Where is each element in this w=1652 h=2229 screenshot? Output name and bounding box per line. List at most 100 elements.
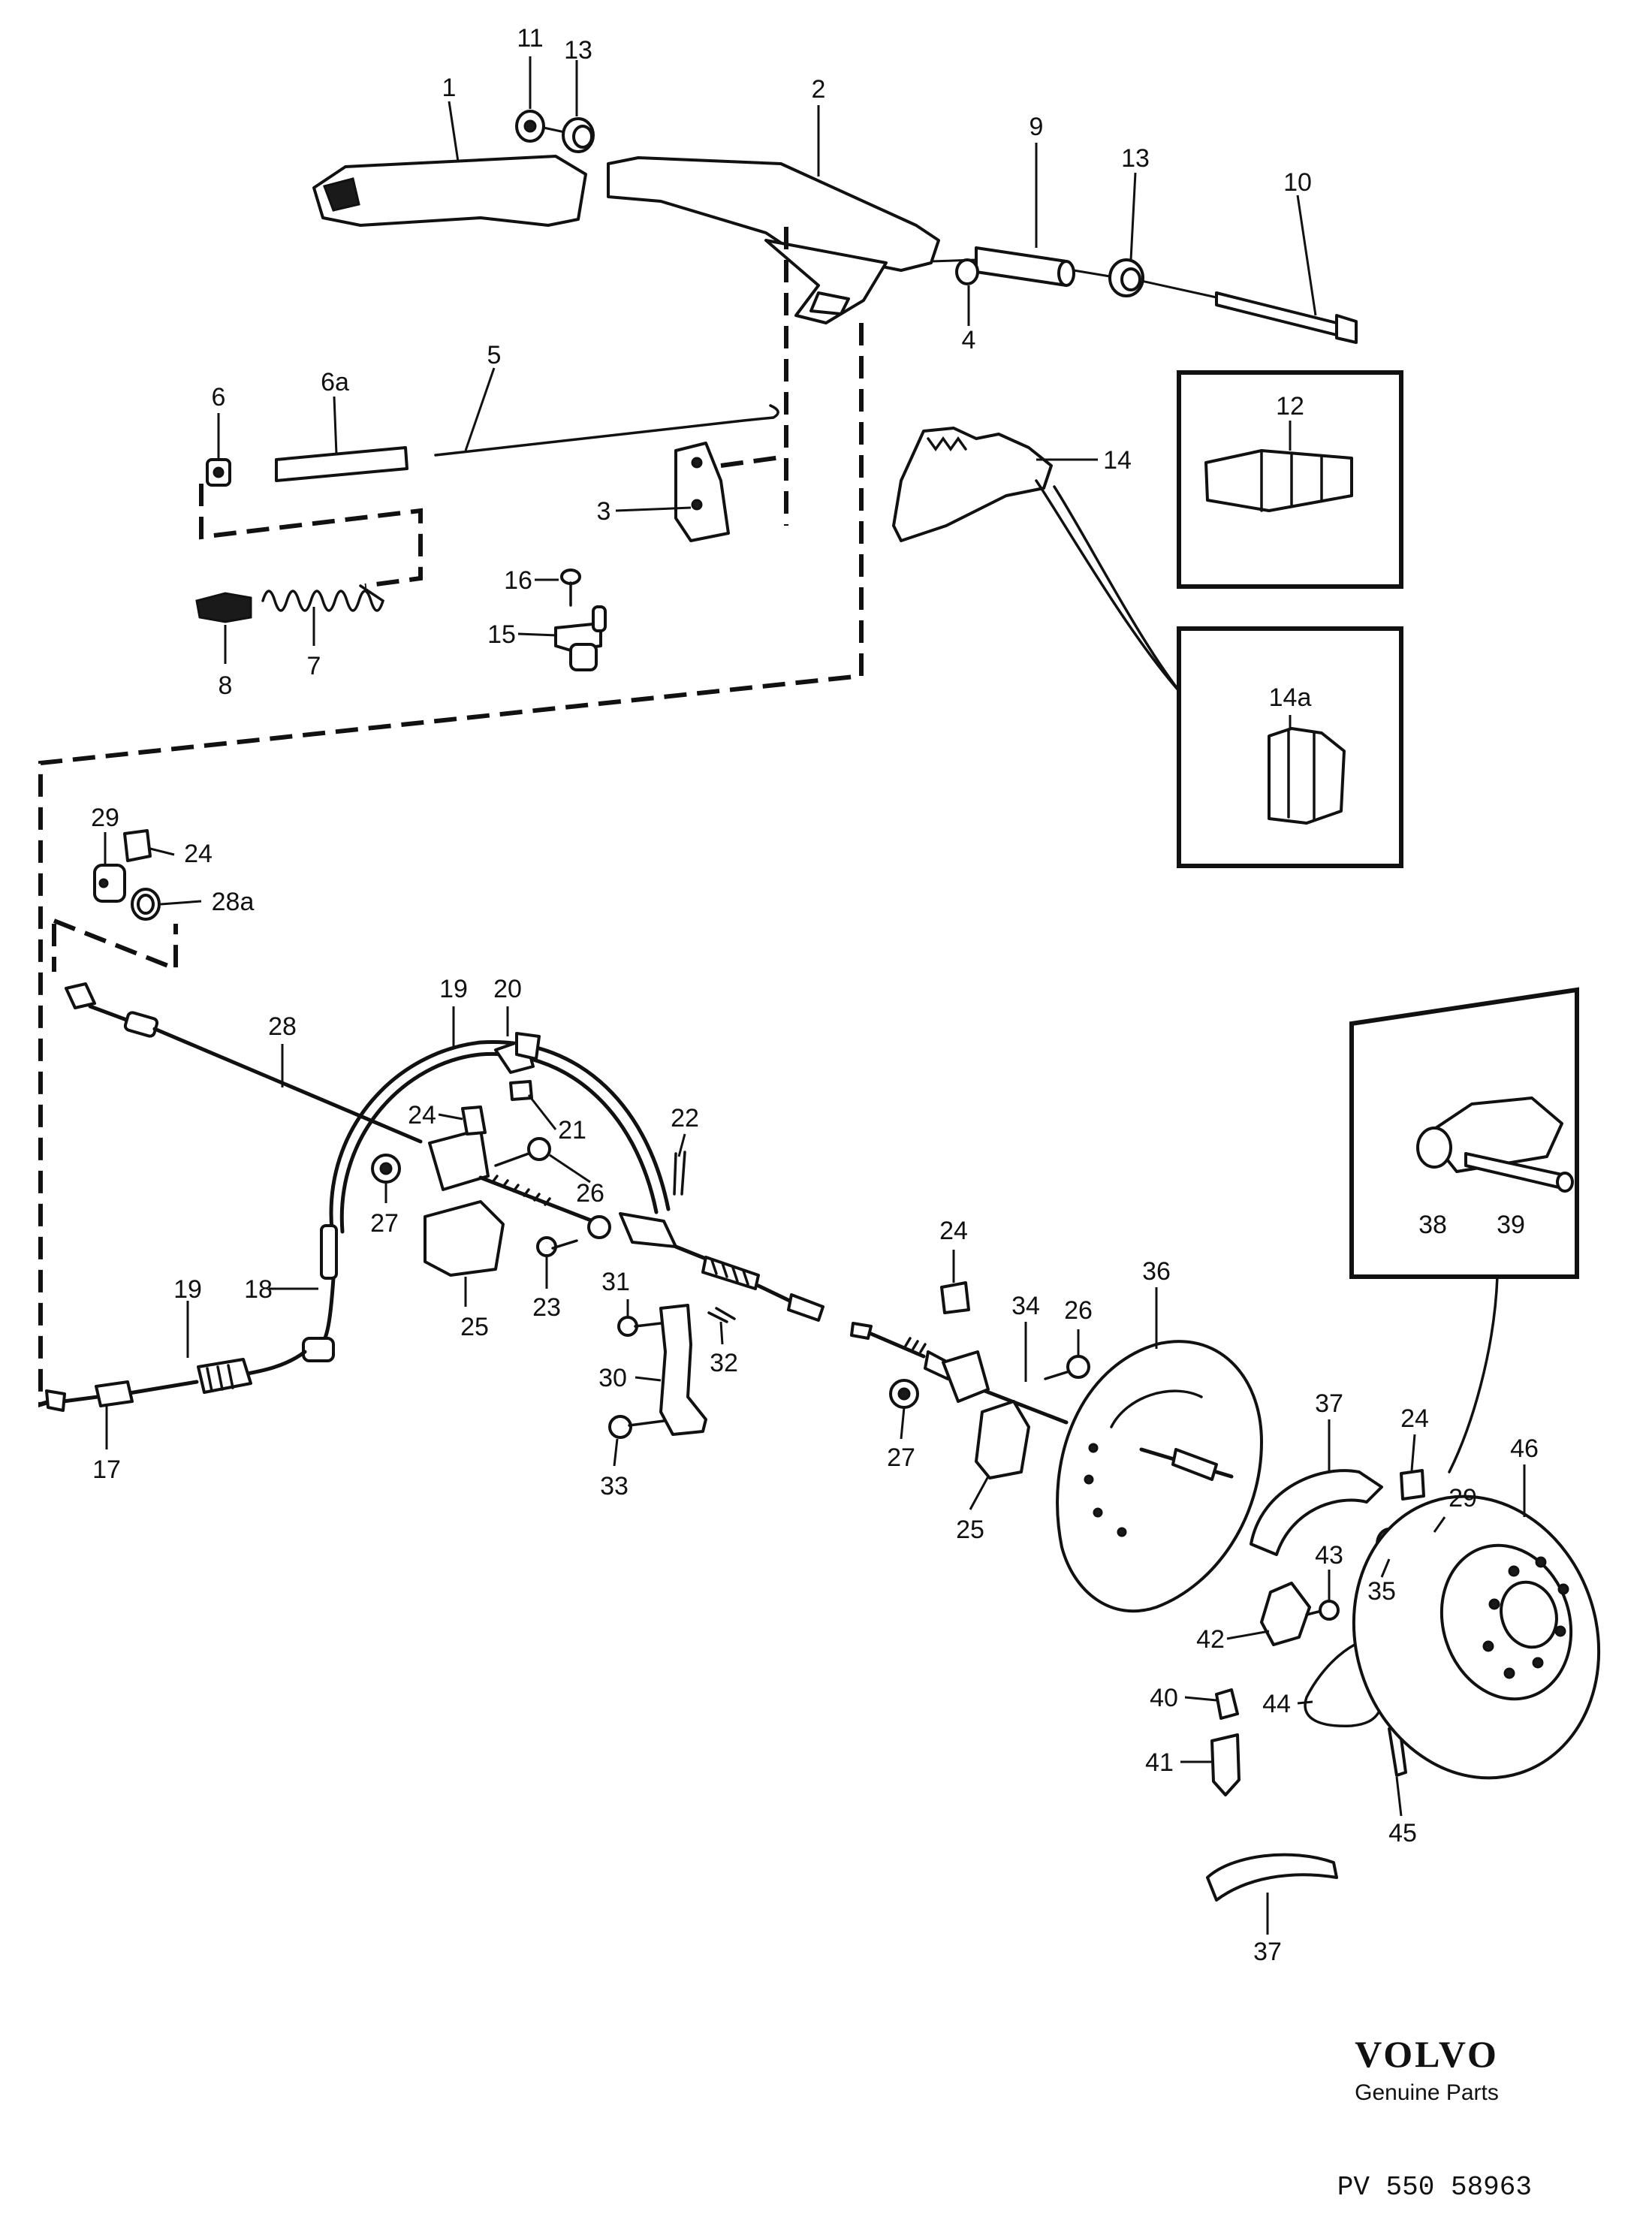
sleeve-6a-part — [275, 446, 408, 482]
cotter-22-part — [673, 1151, 686, 1196]
callout-46: 46 — [1510, 1434, 1539, 1463]
callout-10: 10 — [1283, 168, 1312, 197]
callout-12: 12 — [1276, 392, 1304, 421]
callout-13: 13 — [564, 36, 592, 65]
leader-lines — [104, 56, 1526, 1935]
bracket-30-part — [659, 1304, 707, 1436]
brake-shoe-37a-part — [1250, 1469, 1383, 1556]
callout-39: 39 — [1497, 1211, 1525, 1239]
callout-8: 8 — [219, 671, 233, 700]
callout-27b: 27 — [887, 1443, 915, 1472]
nut-6-part — [206, 458, 231, 487]
callout-1: 1 — [442, 74, 457, 102]
callout-23: 23 — [532, 1293, 561, 1322]
cable-rear-part — [619, 1212, 824, 1322]
callout-7: 7 — [307, 652, 321, 680]
clip-24d-part — [1400, 1469, 1425, 1501]
clip-14a-part — [1268, 727, 1346, 825]
cable-end-29-part — [93, 864, 126, 903]
clip-24b-part — [461, 1105, 487, 1136]
callout-6: 6 — [212, 383, 226, 412]
brand-block: VOLVO Genuine Parts — [1329, 2035, 1524, 2106]
sleeve-9-part — [975, 246, 1075, 287]
cable-28-part — [65, 982, 423, 1144]
cap-40-part — [1215, 1688, 1239, 1720]
callout-27a: 27 — [370, 1209, 399, 1238]
callout-24d: 24 — [1400, 1404, 1429, 1433]
callout-14a: 14a — [1269, 683, 1312, 712]
callout-labels: 1 2 11 13 9 13 10 4 5 6a 6 3 12 14 16 15… — [91, 24, 1539, 1966]
callout-32: 32 — [710, 1349, 738, 1377]
callout-25a: 25 — [460, 1313, 489, 1341]
callout-29b: 29 — [1449, 1484, 1477, 1513]
knob-8-part — [195, 592, 252, 623]
adjuster-cable-part — [478, 1175, 611, 1239]
callout-26b: 26 — [1064, 1296, 1093, 1325]
pawl-12-part — [1204, 449, 1353, 512]
bolt-10-part — [1215, 291, 1358, 344]
spring-7-part — [261, 584, 385, 612]
nut-27b-part — [889, 1379, 919, 1409]
volvo-logo: VOLVO — [1355, 2033, 1499, 2075]
callout-33: 33 — [600, 1472, 629, 1501]
backing-plate-36-part — [1056, 1340, 1263, 1613]
pin-41-part — [1210, 1733, 1241, 1796]
callout-22: 22 — [671, 1104, 699, 1133]
clamp-20-part — [494, 1032, 541, 1074]
callout-34: 34 — [1011, 1292, 1040, 1320]
callout-15: 15 — [487, 620, 516, 649]
callout-35: 35 — [1367, 1577, 1396, 1606]
spring-44-part — [1304, 1636, 1383, 1727]
callout-19b: 19 — [173, 1275, 202, 1304]
bracket-3-part — [674, 442, 730, 542]
callout-2: 2 — [812, 75, 826, 104]
callout-24a: 24 — [184, 840, 213, 868]
callout-44: 44 — [1262, 1690, 1291, 1718]
callout-9: 9 — [1029, 113, 1044, 141]
callout-37b: 37 — [1253, 1938, 1282, 1966]
switch-15-part — [554, 605, 607, 671]
callout-24b: 24 — [408, 1101, 436, 1130]
washer-13-part — [562, 117, 595, 153]
washer-13b-part — [1108, 258, 1144, 297]
callout-38: 38 — [1418, 1211, 1447, 1239]
screw-33-part — [608, 1415, 665, 1439]
lever-grip-part — [312, 155, 587, 227]
callout-31: 31 — [601, 1268, 630, 1296]
callout-11: 11 — [517, 24, 543, 53]
callout-14: 14 — [1103, 446, 1132, 475]
clip-24a-part — [123, 829, 152, 862]
callout-40: 40 — [1150, 1684, 1178, 1712]
screw-31-part — [617, 1316, 662, 1337]
lever-38-part — [1416, 1096, 1563, 1173]
callout-13b: 13 — [1121, 144, 1150, 173]
callout-28a: 28a — [212, 888, 255, 916]
brake-shoe-37b-part — [1206, 1853, 1338, 1902]
clip-24c-part — [940, 1281, 970, 1314]
oring-28a-part — [131, 888, 161, 921]
nut-21-part — [509, 1080, 533, 1101]
nut-27a-part — [371, 1154, 401, 1184]
callout-3: 3 — [597, 497, 611, 526]
callout-41: 41 — [1145, 1748, 1174, 1777]
callout-4: 4 — [962, 326, 976, 354]
callout-16: 16 — [504, 566, 532, 595]
brand-subtitle: Genuine Parts — [1355, 2080, 1499, 2105]
callout-37a: 37 — [1315, 1389, 1343, 1418]
brake-disc-46-part — [1352, 1495, 1601, 1780]
bushing-11-part — [515, 110, 545, 143]
callout-25b: 25 — [956, 1516, 984, 1544]
callout-43: 43 — [1315, 1541, 1343, 1570]
document-number: PV 550 58963 — [1337, 2172, 1532, 2203]
bolt-26a-part — [494, 1137, 551, 1167]
bracket-25a-part — [424, 1128, 505, 1277]
callout-20: 20 — [493, 975, 522, 1003]
callout-21: 21 — [558, 1116, 586, 1145]
callout-5: 5 — [487, 341, 502, 369]
cable-19-arch-part — [320, 1039, 671, 1280]
bracket-42-part — [1260, 1582, 1311, 1646]
callout-28: 28 — [268, 1012, 297, 1041]
callout-26a: 26 — [576, 1179, 604, 1208]
callout-42: 42 — [1196, 1625, 1225, 1654]
